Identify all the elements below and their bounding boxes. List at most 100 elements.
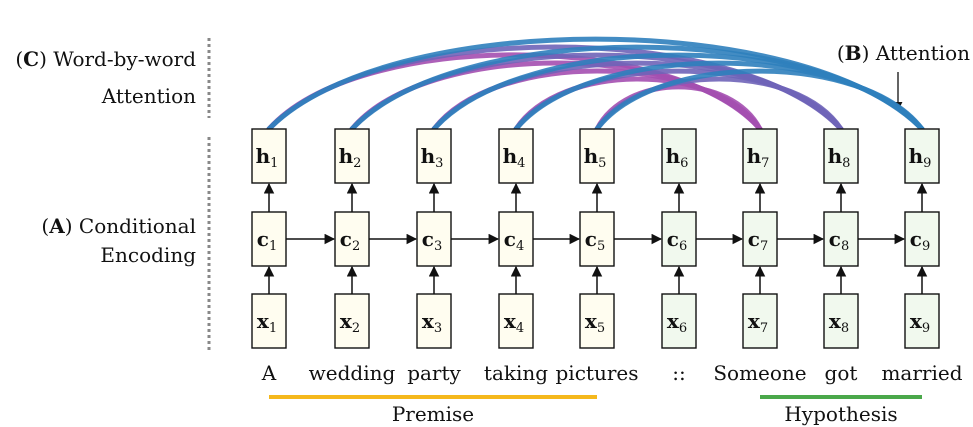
x-node-symbol: x	[829, 309, 842, 333]
c-node-subscript: 2	[352, 239, 360, 254]
svg-text:h9: h9	[909, 144, 932, 171]
attention-arcs	[266, 36, 925, 132]
h-node-symbol: h	[339, 144, 354, 168]
premise-label: Premise	[392, 402, 474, 426]
svg-text:x4: x4	[504, 309, 524, 336]
h-node-symbol: h	[909, 144, 924, 168]
h-node-symbol: h	[828, 144, 843, 168]
h-node-7	[742, 128, 778, 184]
h-node-symbol: h	[747, 144, 762, 168]
h-node-symbol: h	[421, 144, 436, 168]
c-node-9	[904, 211, 940, 267]
svg-text:x1: x1	[257, 309, 277, 336]
svg-text:c1: c1	[257, 227, 277, 254]
c-node-subscript: 4	[516, 239, 524, 254]
h-node-symbol: h	[666, 144, 681, 168]
x-node-4	[498, 293, 534, 349]
c-node-3	[416, 211, 452, 267]
c-node-symbol: c	[504, 227, 516, 251]
svg-text:x5: x5	[585, 309, 605, 336]
svg-text:x3: x3	[422, 309, 442, 336]
svg-text:h8: h8	[828, 144, 851, 171]
label-a-line1: Conditional	[79, 214, 196, 238]
x-node-symbol: x	[422, 309, 435, 333]
h-node-subscript: 9	[923, 156, 931, 171]
x-node-2	[334, 293, 370, 349]
column-1: h 1 c1 x1A	[251, 128, 336, 385]
c-node-symbol: c	[667, 227, 679, 251]
svg-text:x9: x9	[910, 309, 930, 336]
h-node-3	[416, 128, 452, 184]
c-node-5	[579, 211, 615, 267]
x-node-subscript: 3	[434, 321, 442, 336]
word-token-2: wedding	[309, 361, 396, 385]
svg-text:c2: c2	[340, 227, 360, 254]
h-node-subscript: 5	[598, 156, 606, 171]
svg-text:x8: x8	[829, 309, 849, 336]
x-node-subscript: 4	[516, 321, 524, 336]
word-token-8: got	[825, 361, 858, 385]
h-node-symbol: h	[584, 144, 599, 168]
x-node-1	[251, 293, 287, 349]
svg-text:(C) Word-by-word: (C) Word-by-word	[15, 47, 196, 71]
x-node-subscript: 2	[352, 321, 360, 336]
c-node-symbol: c	[340, 227, 352, 251]
x-node-subscript: 8	[841, 321, 849, 336]
label-b-text: Attention	[875, 41, 970, 65]
label-conditional-encoding: (A) Conditional Encoding	[41, 214, 196, 267]
word-token-3: party	[407, 361, 461, 385]
label-attention-b: (B) Attention	[837, 41, 970, 65]
x-node-symbol: x	[257, 309, 270, 333]
x-node-symbol: x	[667, 309, 680, 333]
c-node-symbol: c	[748, 227, 760, 251]
word-token-5: pictures	[556, 361, 639, 385]
svg-text:x6: x6	[667, 309, 687, 336]
x-node-subscript: 5	[597, 321, 605, 336]
svg-text:(B) Attention: (B) Attention	[837, 41, 970, 65]
h-node-1	[251, 128, 287, 184]
svg-text:h5: h5	[584, 144, 607, 171]
c-node-subscript: 8	[841, 239, 849, 254]
x-node-symbol: x	[748, 309, 761, 333]
x-node-symbol: x	[585, 309, 598, 333]
h-node-9	[904, 128, 940, 184]
x-node-8	[823, 293, 859, 349]
c-node-subscript: 3	[434, 239, 442, 254]
label-word-by-word-attention: (C) Word-by-word Attention	[15, 47, 196, 108]
x-node-subscript: 9	[922, 321, 930, 336]
label-c-line1: Word-by-word	[53, 47, 196, 71]
svg-text:h2: h2	[339, 144, 362, 171]
x-node-subscript: 1	[269, 321, 277, 336]
h-node-subscript: 3	[435, 156, 443, 171]
svg-text:c9: c9	[910, 227, 930, 254]
h-node-subscript: 8	[842, 156, 850, 171]
attention-arc-h9-to-h5	[594, 68, 925, 132]
svg-text:c7: c7	[748, 227, 768, 254]
svg-text:c4: c4	[504, 227, 524, 254]
c-node-symbol: c	[422, 227, 434, 251]
c-node-symbol: c	[585, 227, 597, 251]
label-c-letter: C	[23, 47, 39, 71]
svg-text:x7: x7	[748, 309, 768, 336]
h-node-symbol: h	[256, 144, 271, 168]
c-node-subscript: 5	[597, 239, 605, 254]
word-token-4: taking	[484, 361, 548, 385]
word-token-7: Someone	[713, 361, 806, 385]
x-node-symbol: x	[910, 309, 923, 333]
svg-text:h3: h3	[421, 144, 444, 171]
x-node-3	[416, 293, 452, 349]
x-node-subscript: 6	[679, 321, 687, 336]
label-c-line2: Attention	[101, 84, 196, 108]
word-token-1: A	[261, 361, 277, 385]
svg-text:(A) Conditional: (A) Conditional	[41, 214, 196, 238]
h-node-subscript: 2	[353, 156, 361, 171]
svg-text:c3: c3	[422, 227, 442, 254]
h-node-6	[661, 128, 697, 184]
attention-arc-h8-to-h5	[594, 76, 844, 132]
